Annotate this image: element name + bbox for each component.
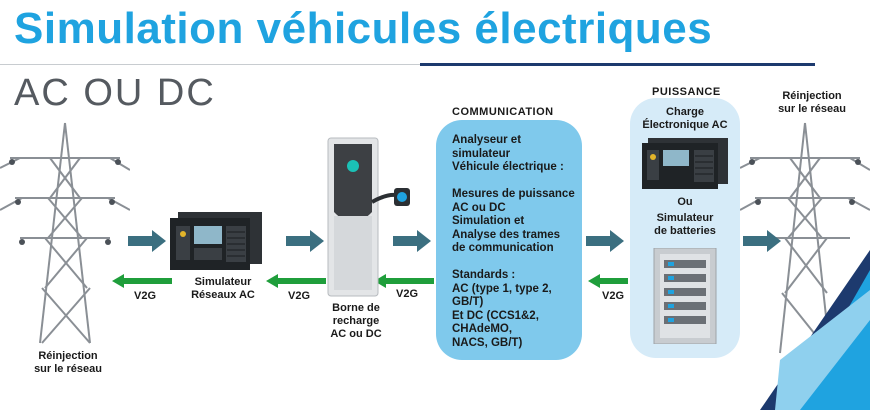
v2g-arrow-3-icon <box>374 274 434 288</box>
electronic-load-label: Charge Électronique AC <box>642 106 728 131</box>
power-pylon-left-icon <box>0 122 130 344</box>
communication-header: COMMUNICATION <box>452 106 554 118</box>
puissance-header: PUISSANCE <box>652 86 721 98</box>
title-accent-bar <box>420 63 815 66</box>
grid-simulator-label: Simulateur Réseaux AC <box>191 276 255 301</box>
v2g-arrow-4-icon <box>588 274 628 288</box>
or-label: Ou <box>677 196 693 208</box>
v2g-label-1: V2G <box>134 290 157 302</box>
communication-panel <box>436 120 582 360</box>
v2g-arrow-1-icon <box>112 274 172 288</box>
electronic-load-device-icon <box>642 138 728 189</box>
v2g-arrow-2-icon <box>266 274 326 288</box>
reinjection-left-label: Réinjection sur le réseau <box>34 350 102 375</box>
forward-arrow-3-icon <box>393 230 431 252</box>
battery-rack-icon <box>653 248 717 344</box>
forward-arrow-5-icon <box>743 230 781 252</box>
v2g-label-2: V2G <box>288 290 311 302</box>
forward-arrow-2-icon <box>286 230 324 252</box>
v2g-label-4: V2G <box>602 290 625 302</box>
grid-simulator-device-icon <box>170 212 262 270</box>
forward-arrow-4-icon <box>586 230 624 252</box>
charging-station-label: Borne de recharge AC ou DC <box>330 302 382 340</box>
title-divider <box>0 64 420 65</box>
page-subtitle: AC OU DC <box>14 72 216 114</box>
communication-text: Analyseur et simulateur Véhicule électri… <box>452 134 575 349</box>
charging-station-icon <box>327 137 410 297</box>
page-title: Simulation véhicules électriques <box>14 4 713 53</box>
battery-simulator-label: Simulateur de batteries <box>654 212 716 237</box>
decorative-corner-shape <box>760 250 870 410</box>
forward-arrow-1-icon <box>128 230 166 252</box>
v2g-label-3: V2G <box>396 288 419 300</box>
reinjection-right-label: Réinjection sur le réseau <box>778 90 846 115</box>
